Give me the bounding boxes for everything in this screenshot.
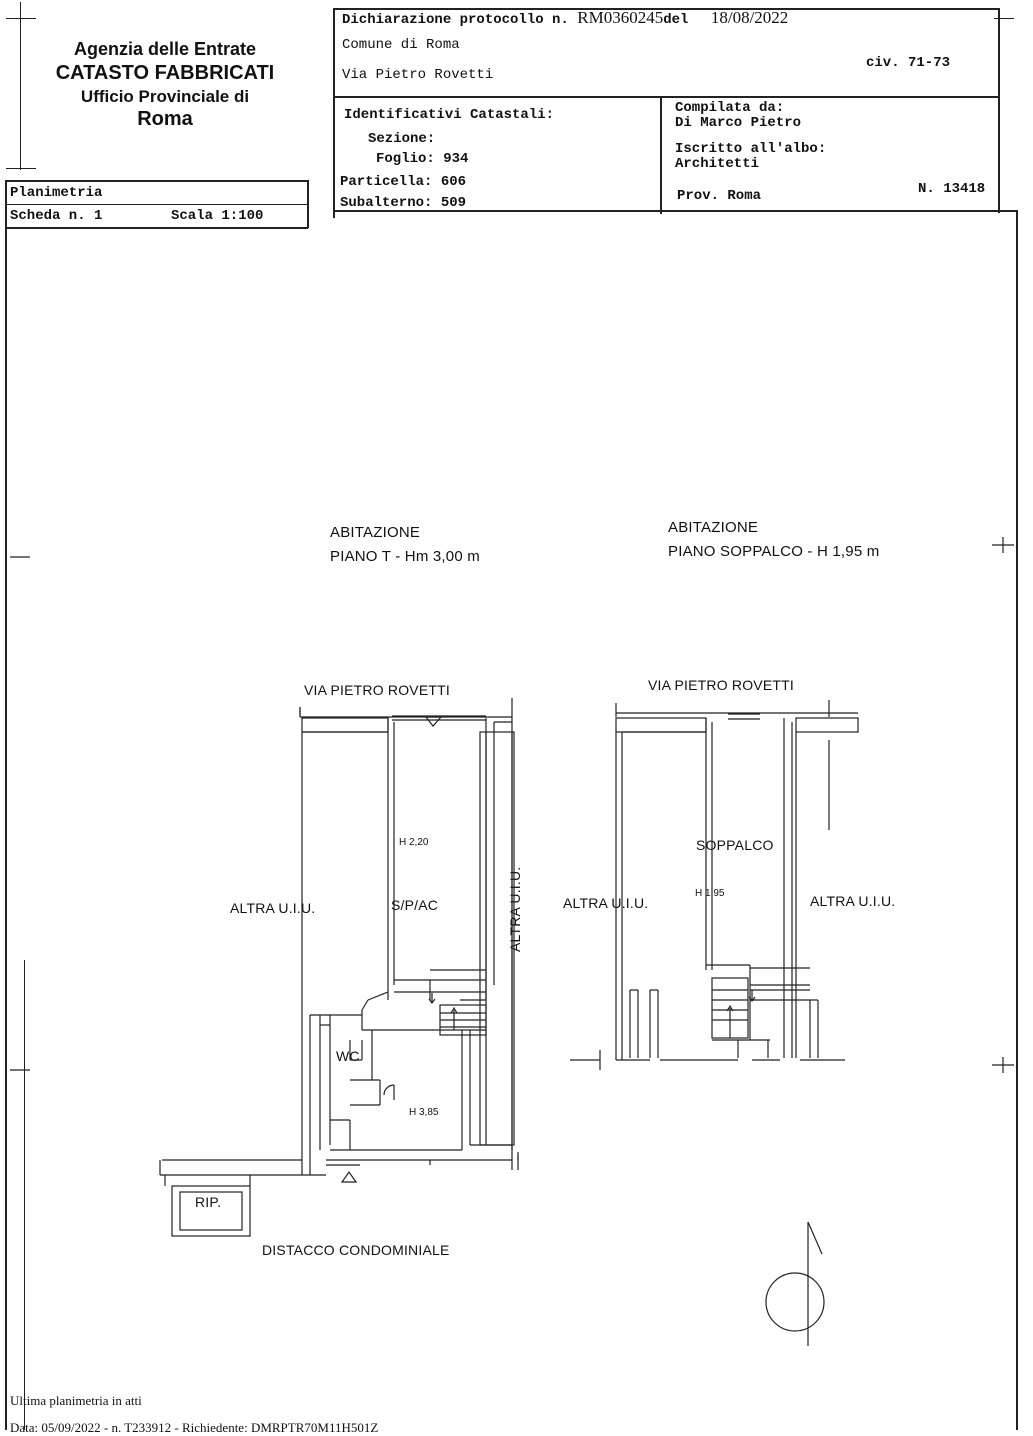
scheda-label: Scheda n. 1	[10, 208, 103, 224]
room-spac: S/P/AC	[391, 897, 439, 913]
ufficio-label: Ufficio Provinciale di	[80, 86, 250, 106]
plan-left-subtitle: PIANO T - Hm 3,00 m	[330, 548, 480, 565]
height-220: H 2,20	[399, 837, 429, 848]
header-left-border	[333, 8, 335, 218]
compilata-name: Di Marco Pietro	[675, 115, 802, 131]
ufficio-city: Roma	[137, 107, 193, 130]
compilata-label: Compilata da:	[675, 100, 785, 116]
protocol-line: Dichiarazione protocollo n. RM0360245del…	[342, 8, 788, 28]
crop-mark	[994, 18, 1014, 19]
crop-mark	[20, 2, 21, 170]
agency-name: Agenzia delle Entrate	[73, 39, 257, 59]
header-right-border	[998, 8, 1000, 213]
protocol-number: RM0360245	[577, 8, 664, 27]
plan-box-top	[5, 180, 308, 182]
street-label-left: VIA PIETRO ROVETTI	[304, 682, 450, 698]
civico: civ. 71-73	[866, 55, 951, 71]
sheet-inner-left	[24, 960, 25, 1430]
altra-uiu-left: ALTRA U.I.U.	[230, 900, 316, 916]
identificativi-label: Identificativi Catastali:	[344, 107, 555, 123]
catasto-title: CATASTO FABBRICATI	[55, 61, 275, 84]
provincia: Prov. Roma	[677, 188, 762, 204]
altra-uiu-right-b: ALTRA U.I.U.	[810, 893, 896, 909]
agency-block: Agenzia delle Entrate CATASTO FABBRICATI…	[30, 38, 300, 132]
albo-number: N. 13418	[918, 181, 986, 197]
iscritto-value: Architetti	[675, 156, 760, 172]
protocol-label: Dichiarazione protocollo n.	[342, 12, 569, 28]
plan-box-bottom	[5, 227, 308, 229]
plan-left-title: ABITAZIONE	[330, 524, 421, 541]
sheet-right-border	[1016, 212, 1018, 1430]
street-address: Via Pietro Rovetti	[342, 67, 494, 83]
header-top-border	[333, 8, 1000, 10]
sezione: Sezione:	[368, 131, 436, 147]
crop-mark	[6, 18, 36, 19]
plan-right-title: ABITAZIONE	[668, 519, 759, 536]
foglio: Foglio: 934	[376, 151, 469, 167]
height-385: H 3,85	[409, 1107, 439, 1118]
header-bottom-border	[333, 210, 1018, 212]
particella: Particella: 606	[340, 174, 467, 190]
scala-label: Scala 1:100	[171, 208, 264, 224]
altra-uiu-right-a: ALTRA U.I.U.	[563, 895, 649, 911]
protocol-del: del	[663, 12, 689, 28]
header-mid-divider	[333, 96, 1000, 98]
crop-mark	[6, 168, 36, 169]
subalterno: Subalterno: 509	[340, 195, 467, 211]
street-label-right: VIA PIETRO ROVETTI	[648, 677, 794, 693]
footer-ultima: Ultima planimetria in atti	[10, 1393, 142, 1408]
iscritto-label: Iscritto all'albo:	[675, 141, 827, 157]
room-rip: RIP.	[195, 1194, 222, 1210]
footer-data-line: Data: 05/09/2022 - n. T233912 - Richiede…	[10, 1420, 379, 1435]
plan-box-mid	[5, 204, 308, 205]
sheet-left-border	[5, 180, 7, 1430]
plan-right-subtitle: PIANO SOPPALCO - H 1,95 m	[668, 543, 880, 560]
protocol-date: 18/08/2022	[710, 8, 789, 27]
height-195: H 1,95	[695, 888, 725, 899]
comune: Comune di Roma	[342, 37, 460, 53]
room-soppalco: SOPPALCO	[696, 837, 774, 853]
header-col-divider	[660, 96, 662, 214]
distacco-label: DISTACCO CONDOMINIALE	[262, 1242, 450, 1258]
planimetria-label: Planimetria	[10, 185, 103, 201]
plan-box-right	[307, 180, 309, 228]
